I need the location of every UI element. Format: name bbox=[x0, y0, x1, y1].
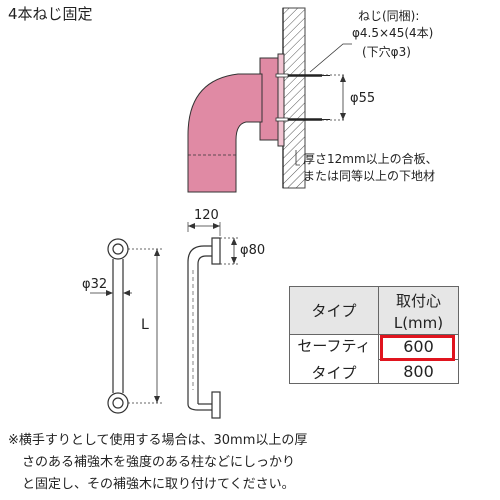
value-800: 800 bbox=[403, 362, 434, 381]
spec-table: タイプ 取付心 L(mm) セーフティ タイプ 600 800 bbox=[289, 286, 459, 384]
board-note-1: 厚さ12mm以上の合板、 bbox=[303, 152, 438, 166]
rail-side-view bbox=[187, 237, 221, 419]
dim-phi32: φ32 bbox=[82, 277, 108, 292]
rail-elbow bbox=[187, 73, 263, 193]
table-row: セーフティ タイプ 600 800 bbox=[289, 334, 459, 384]
dim-phi55: φ55 bbox=[350, 91, 376, 106]
screw-upper bbox=[275, 73, 330, 78]
header-length: 取付心 L(mm) bbox=[378, 286, 459, 335]
dim-length-L: L bbox=[141, 317, 149, 333]
wall-hatch bbox=[282, 7, 306, 189]
dim-120: 120 bbox=[194, 208, 219, 223]
rail-front-view bbox=[107, 238, 129, 414]
screw-label-1: ねじ(同梱): bbox=[358, 9, 420, 23]
base-plate bbox=[259, 57, 281, 141]
row-type: セーフティ タイプ bbox=[289, 334, 379, 384]
screw-label-2: φ4.5×45(4本) bbox=[352, 26, 434, 40]
header-type: タイプ bbox=[289, 286, 379, 335]
footnote-line-1: ※横手すりとして使用する場合は、30mm以上の厚 bbox=[8, 433, 308, 448]
title: 4本ねじ固定 bbox=[8, 5, 93, 23]
screw-lower bbox=[275, 117, 330, 122]
footnote-line-2: さのある補強木を強度のある柱などにしっかり bbox=[22, 455, 296, 470]
footnote-line-3: と固定し、その補強木に取り付けてください。 bbox=[22, 477, 295, 492]
dim-phi80: φ80 bbox=[240, 243, 266, 258]
board-note-2: または同等以上の下地材 bbox=[303, 169, 436, 183]
highlight-box bbox=[380, 335, 455, 361]
screw-label-3: (下穴φ3) bbox=[362, 45, 411, 59]
table-header-row: タイプ 取付心 L(mm) bbox=[289, 286, 459, 335]
